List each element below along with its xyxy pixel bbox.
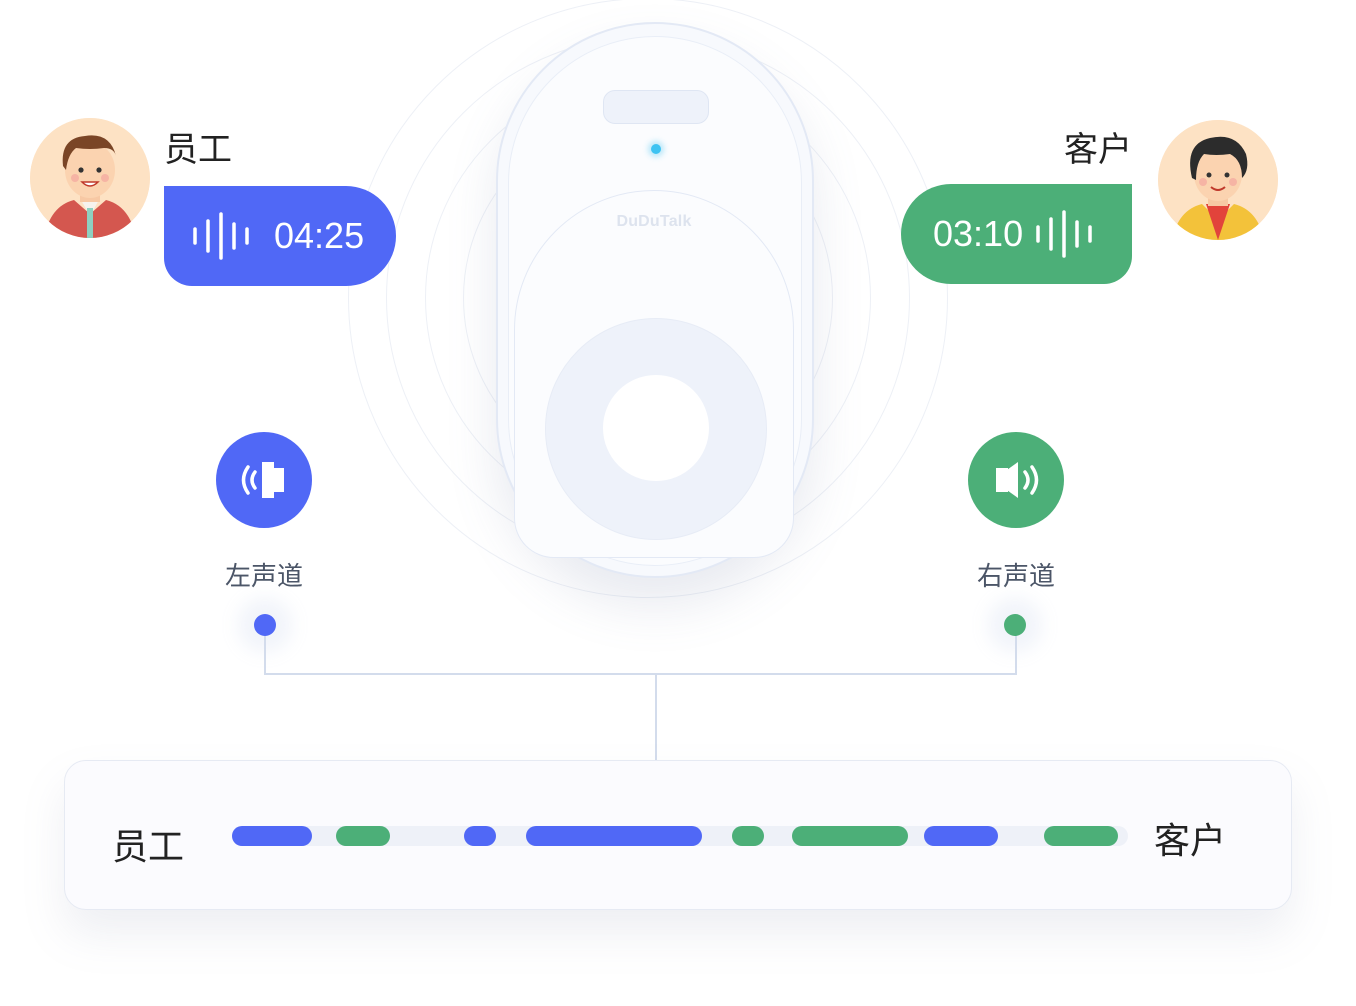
employee-avatar — [30, 118, 150, 238]
sound-wave-icon — [193, 212, 249, 260]
customer-duration: 03:10 — [933, 213, 1024, 254]
left-channel-label: 左声道 — [224, 562, 303, 592]
timeline-segment — [792, 826, 908, 846]
connector-horizontal — [264, 673, 1017, 675]
customer-label: 客户 — [1064, 130, 1132, 170]
signal-ring-outer — [348, 0, 948, 598]
employee-duration: 04:25 — [274, 215, 365, 256]
timeline-segment — [336, 826, 390, 846]
sound-wave-icon — [1036, 210, 1092, 258]
device-brand-logo: DuDuTalk — [616, 213, 692, 230]
connector-right-vertical — [1015, 636, 1017, 674]
device-center-button — [603, 375, 709, 481]
right-channel-label: 右声道 — [976, 562, 1055, 592]
timeline-employee-label: 员工 — [112, 827, 185, 868]
timeline-segment — [732, 826, 764, 846]
customer-voice-bubble[interactable]: 03:10 — [901, 184, 1132, 284]
timeline-segment — [924, 826, 998, 846]
timeline-segment — [232, 826, 312, 846]
right-channel-speaker-button[interactable] — [968, 432, 1064, 528]
left-channel-dot — [254, 614, 276, 636]
timeline-segment — [1044, 826, 1118, 846]
customer-avatar — [1158, 120, 1278, 240]
employee-voice-bubble[interactable]: 04:25 — [164, 186, 396, 286]
employee-label: 员工 — [164, 130, 232, 170]
timeline-customer-label: 客户 — [1154, 821, 1227, 862]
right-channel-dot — [1004, 614, 1026, 636]
connector-left-vertical — [264, 636, 266, 674]
connector-center-vertical — [655, 674, 657, 760]
speaker-left-icon — [241, 462, 284, 498]
timeline-segment — [464, 826, 496, 846]
timeline-segment — [526, 826, 702, 846]
speaker-right-icon — [996, 462, 1039, 498]
device-led-indicator — [651, 144, 661, 154]
device-microphone-slot — [603, 90, 709, 124]
left-channel-speaker-button[interactable] — [216, 432, 312, 528]
